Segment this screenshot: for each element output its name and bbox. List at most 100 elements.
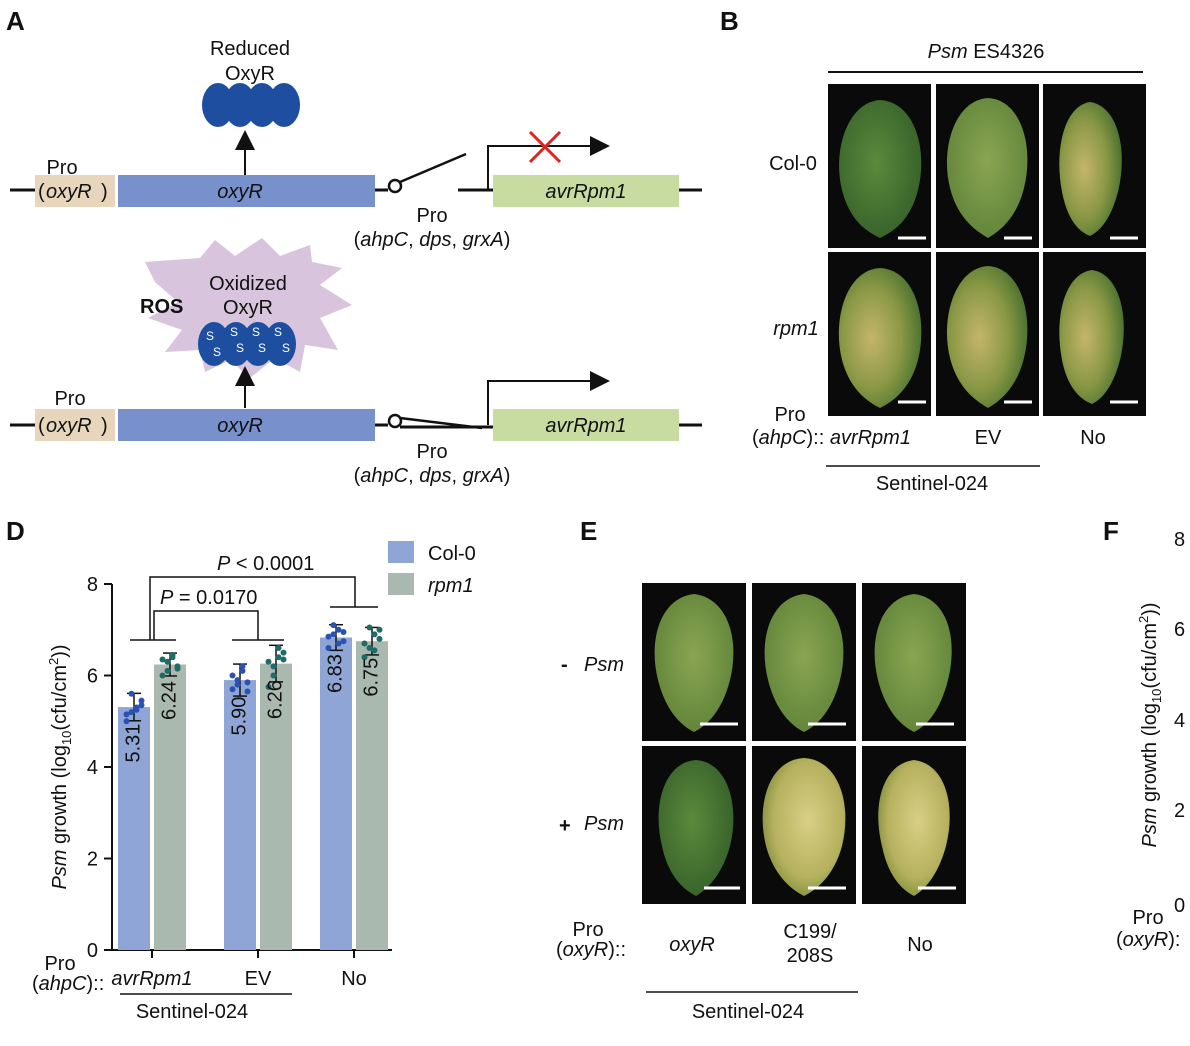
col-label-no: No bbox=[1080, 427, 1106, 449]
oxyr-gene-box bbox=[118, 175, 375, 207]
open-switch-line bbox=[399, 152, 467, 184]
row-label-col0: Col-0 bbox=[769, 153, 817, 175]
data-point-Col-0-No-1 bbox=[330, 631, 337, 638]
data-point-rpm1-No-6 bbox=[371, 647, 378, 654]
data-point-rpm1-No-4 bbox=[361, 640, 368, 647]
data-point-Col-0-EV-1 bbox=[234, 681, 241, 688]
pro-label-e: Pro bbox=[572, 919, 603, 941]
oxyr-binding-site-2 bbox=[387, 413, 403, 429]
legend-swatch-col0 bbox=[388, 541, 414, 563]
pro-gene-close: ) bbox=[101, 181, 108, 203]
d-y-tick-label-4: 4 bbox=[87, 757, 98, 779]
d-x-label-No: No bbox=[341, 968, 367, 990]
promoter-genes: (ahpC, dps, grxA) bbox=[354, 229, 511, 251]
d-y-tick-label-6: 6 bbox=[87, 666, 98, 688]
oxyr-binding-site bbox=[387, 178, 403, 194]
panel-d-label: D bbox=[6, 516, 25, 546]
data-point-Col-0-No-3 bbox=[340, 638, 347, 645]
data-point-Col-0-avrRpm1-3 bbox=[138, 697, 145, 704]
d-x-label-EV: EV bbox=[245, 968, 272, 990]
data-label-Col-0-No: 6.83 bbox=[324, 654, 346, 693]
f-tick-4: 4 bbox=[1174, 710, 1185, 732]
panel-f: F 8 6 4 2 0 Psm growth (log10(cfu/cm2)) … bbox=[1103, 516, 1185, 951]
data-point-rpm1-avrRpm1-4 bbox=[159, 656, 166, 663]
data-point-Col-0-EV-7 bbox=[244, 679, 251, 686]
data-label-rpm1-avrRpm1: 6.24 bbox=[158, 681, 180, 720]
significance-brackets: P < 0.0001 P = 0.0170 bbox=[130, 553, 378, 641]
data-point-rpm1-EV-6 bbox=[275, 645, 282, 652]
data-point-rpm1-EV-3 bbox=[280, 649, 287, 656]
bar-Col-0-avrRpm1 bbox=[118, 707, 150, 950]
panel-f-label: F bbox=[1103, 516, 1119, 546]
row-label-rpm1: rpm1 bbox=[773, 318, 819, 340]
avrrpm1-box bbox=[493, 175, 679, 207]
data-point-Col-0-EV-5 bbox=[234, 677, 241, 684]
bar-rpm1-EV bbox=[260, 663, 292, 950]
data-point-Col-0-No-6 bbox=[335, 640, 342, 647]
svg-text:S: S bbox=[236, 341, 244, 355]
data-point-rpm1-avrRpm1-6 bbox=[169, 654, 176, 661]
oxyr-gene-label: oxyR bbox=[217, 181, 263, 203]
data-point-Col-0-No-7 bbox=[340, 629, 347, 636]
col-label-ev: EV bbox=[975, 427, 1002, 449]
reduced-oxyr-protein-icon bbox=[202, 83, 300, 127]
legend-swatch-rpm1 bbox=[388, 573, 414, 595]
plus-sign: + bbox=[559, 815, 571, 837]
data-point-Col-0-EV-4 bbox=[229, 672, 236, 679]
legend-rpm1: rpm1 bbox=[428, 575, 474, 597]
data-point-rpm1-avrRpm1-5 bbox=[164, 667, 171, 674]
data-point-rpm1-No-1 bbox=[366, 645, 373, 652]
svg-text:S: S bbox=[206, 329, 214, 343]
row-label-plus-psm: Psm bbox=[584, 813, 624, 835]
f-tick-6: 6 bbox=[1174, 619, 1185, 641]
panel-b: B Psm ES4326 Col-0 rpm1 Pro (a bbox=[720, 6, 1146, 495]
bar-Col-0-No bbox=[320, 637, 352, 950]
data-point-rpm1-EV-2 bbox=[275, 654, 282, 661]
leaf-photo-grid-e bbox=[642, 583, 966, 904]
f-tick-8: 8 bbox=[1174, 529, 1185, 551]
disulfide-bond-labels: S S S S S S S S bbox=[206, 325, 290, 359]
data-point-rpm1-EV-0 bbox=[265, 683, 272, 690]
col-label-oxyr: oxyR bbox=[669, 934, 715, 956]
d-y-tick-label-8: 8 bbox=[87, 574, 98, 596]
col-label-c199: C199/ bbox=[783, 921, 837, 943]
data-point-rpm1-No-5 bbox=[366, 624, 373, 631]
ros-label: ROS bbox=[140, 296, 183, 318]
svg-text:S: S bbox=[282, 341, 290, 355]
pro-ahpc-d: (ahpC):: bbox=[32, 973, 104, 995]
pro-label-b: Pro bbox=[774, 404, 805, 426]
strain-title: Psm ES4326 bbox=[928, 41, 1045, 63]
data-point-Col-0-avrRpm1-7 bbox=[138, 702, 145, 709]
data-point-Col-0-EV-2 bbox=[239, 667, 246, 674]
pro-label-d: Pro bbox=[44, 953, 75, 975]
group-label-b: Sentinel-024 bbox=[876, 473, 988, 495]
d-y-axis-label: Psm growth (log10(cfu/cm2)) bbox=[46, 644, 74, 889]
data-point-rpm1-No-2 bbox=[371, 631, 378, 638]
bar-rpm1-No bbox=[356, 641, 388, 950]
f-y-axis-label: Psm growth (log10(cfu/cm2)) bbox=[1136, 602, 1164, 847]
f-tick-0: 0 bbox=[1174, 895, 1185, 917]
pro-gene-open: ( bbox=[38, 181, 45, 203]
panel-b-label: B bbox=[720, 6, 739, 36]
panel-e-label: E bbox=[580, 516, 597, 546]
pro-oxyr-e: (oxyR):: bbox=[556, 939, 626, 961]
data-point-rpm1-EV-7 bbox=[280, 656, 287, 663]
group-label-e: Sentinel-024 bbox=[692, 1001, 804, 1023]
oxyr-protein-label: OxyR bbox=[225, 63, 275, 85]
data-point-Col-0-EV-3 bbox=[244, 688, 251, 695]
data-point-rpm1-EV-5 bbox=[270, 663, 277, 670]
data-point-Col-0-EV-6 bbox=[239, 663, 246, 670]
pro-oxyr-box-2 bbox=[35, 409, 115, 441]
legend-col0: Col-0 bbox=[428, 543, 476, 565]
minus-sign: - bbox=[561, 654, 568, 676]
oxidized-label: Oxidized bbox=[209, 273, 287, 295]
data-point-rpm1-avrRpm1-0 bbox=[159, 672, 166, 679]
oxyr-gene-label-2: oxyR bbox=[217, 415, 263, 437]
pro-oxyr-box bbox=[35, 175, 115, 207]
panel-a: A Reduced OxyR Pro ( oxyR ) oxyR bbox=[6, 6, 702, 487]
svg-text:S: S bbox=[230, 325, 238, 339]
